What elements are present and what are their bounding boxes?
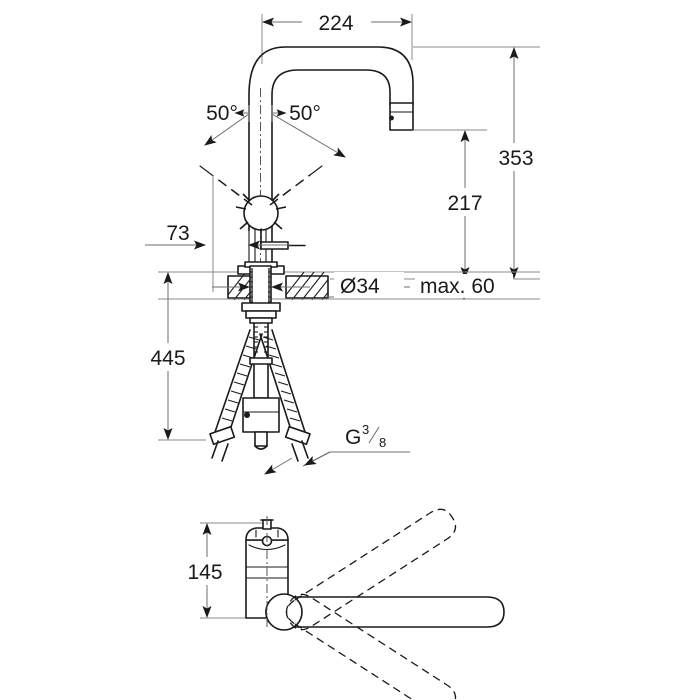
dimension-label-angle-left: 50° (206, 102, 238, 125)
dimension-deck-thickness: max. 60 (415, 271, 513, 300)
lever-handle-stub (260, 228, 306, 250)
plan-lever-ghost-up (285, 508, 457, 631)
dimension-label-deck-thickness: max. 60 (420, 275, 495, 298)
dimension-label-overall-height: 353 (498, 147, 533, 170)
hose-right-braided (259, 329, 311, 446)
dimension-spout-reach: 224 (262, 12, 412, 35)
dimension-outlet-height: 217 (413, 129, 487, 279)
dimension-label-reach: 224 (318, 12, 353, 35)
hose-left-braided (209, 329, 263, 446)
plan-lever-ghost-down (285, 593, 457, 700)
side-elevation-view: 224 (140, 12, 540, 475)
plan-view: 145 (176, 508, 505, 700)
thread-label-g: G (345, 426, 361, 449)
dimension-label-outlet-height: 217 (447, 192, 482, 215)
handle-ghost-positions (211, 174, 311, 206)
dimension-angle-left: 50° (204, 102, 250, 146)
dimension-rear-offset: 73 (145, 222, 290, 272)
dimension-handle-height: 145 (176, 523, 234, 618)
thread-label-denominator: 8 (379, 435, 386, 450)
dimension-hole-diameter: Ø34 (326, 272, 410, 298)
dimension-hose-length: 445 (140, 271, 210, 441)
handle-ghost-left-arm (199, 165, 323, 176)
supply-hoses (209, 322, 311, 462)
pivot-spokes (235, 193, 287, 230)
dimension-overall-height: 353 (330, 46, 540, 280)
mounting-nut-stack (241, 302, 281, 324)
threaded-shank (249, 265, 272, 310)
plan-lever-solid (265, 593, 505, 631)
cartridge-body (242, 357, 280, 450)
spout-outer-profile (248, 46, 414, 271)
dimension-label-hole-diameter: Ø34 (340, 275, 380, 298)
dimension-label-handle-height: 145 (187, 561, 222, 584)
riser-width-arrows (234, 105, 287, 122)
thread-label-numerator: 3 (362, 422, 369, 437)
dimension-thread-size: G 3 8 (264, 422, 410, 475)
dimension-angle-right: 50° (271, 102, 346, 158)
dimension-label-rear-offset: 73 (166, 222, 189, 245)
dimension-label-hose-length: 445 (150, 347, 185, 370)
spout-outlet (389, 102, 414, 131)
dimension-label-angle-right: 50° (289, 102, 321, 125)
